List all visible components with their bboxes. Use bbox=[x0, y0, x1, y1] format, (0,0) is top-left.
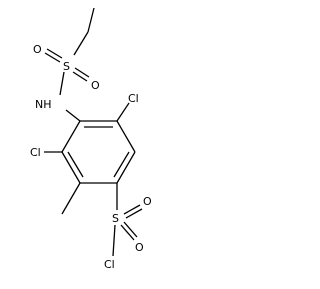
atom-cl-bottom: Cl bbox=[104, 258, 115, 271]
bond-s-o-upper-1 bbox=[46, 48, 63, 59]
bond-s-o-right-2 bbox=[72, 71, 88, 82]
ring-bond-c2-c3 bbox=[116, 120, 136, 153]
bond-s-o-upper-2 bbox=[44, 52, 61, 63]
bond-s-o-bottom-right-2 bbox=[120, 224, 135, 241]
bond-ring-methyl bbox=[61, 182, 81, 215]
structure-diagram: S O O NH Cl Cl S O O Cl bbox=[30, 7, 152, 271]
bond-s-cl-bottom bbox=[112, 224, 116, 257]
atom-nh: NH bbox=[35, 98, 52, 111]
atom-s-top: S bbox=[63, 60, 70, 73]
atom-o-top-upper: O bbox=[33, 43, 42, 56]
ring-bond-c5-c6 bbox=[61, 151, 81, 184]
bond-s-o-bottom-right-1 bbox=[123, 221, 138, 238]
bond-s-o-bottom-upper-1 bbox=[123, 204, 141, 215]
bond-ring-cl-right bbox=[116, 102, 130, 122]
bond-n-ring bbox=[65, 109, 81, 122]
atom-s-bottom: S bbox=[112, 212, 119, 225]
bond-ethyl-ch3-ch2 bbox=[87, 7, 95, 33]
atom-cl-right: Cl bbox=[128, 92, 139, 105]
ring-double-c3-c4 bbox=[113, 151, 130, 178]
ring-bond-c3-c4 bbox=[116, 151, 136, 184]
atom-cl-left: Cl bbox=[30, 146, 41, 159]
bond-ethyl-ch2-s bbox=[73, 31, 89, 56]
ring-double-c5-c6 bbox=[67, 151, 84, 178]
atom-o-top-right: O bbox=[91, 79, 100, 92]
ring-bond-c6-c1 bbox=[61, 120, 81, 153]
bond-s-o-right-1 bbox=[74, 67, 90, 78]
atom-o-bottom-right: O bbox=[135, 241, 144, 254]
bond-s-n bbox=[59, 71, 65, 96]
bond-s-o-bottom-upper-2 bbox=[125, 208, 143, 219]
atom-o-bottom-upper: O bbox=[143, 195, 152, 208]
molecule-canvas: S O O NH Cl Cl S O O Cl bbox=[30, 7, 152, 271]
